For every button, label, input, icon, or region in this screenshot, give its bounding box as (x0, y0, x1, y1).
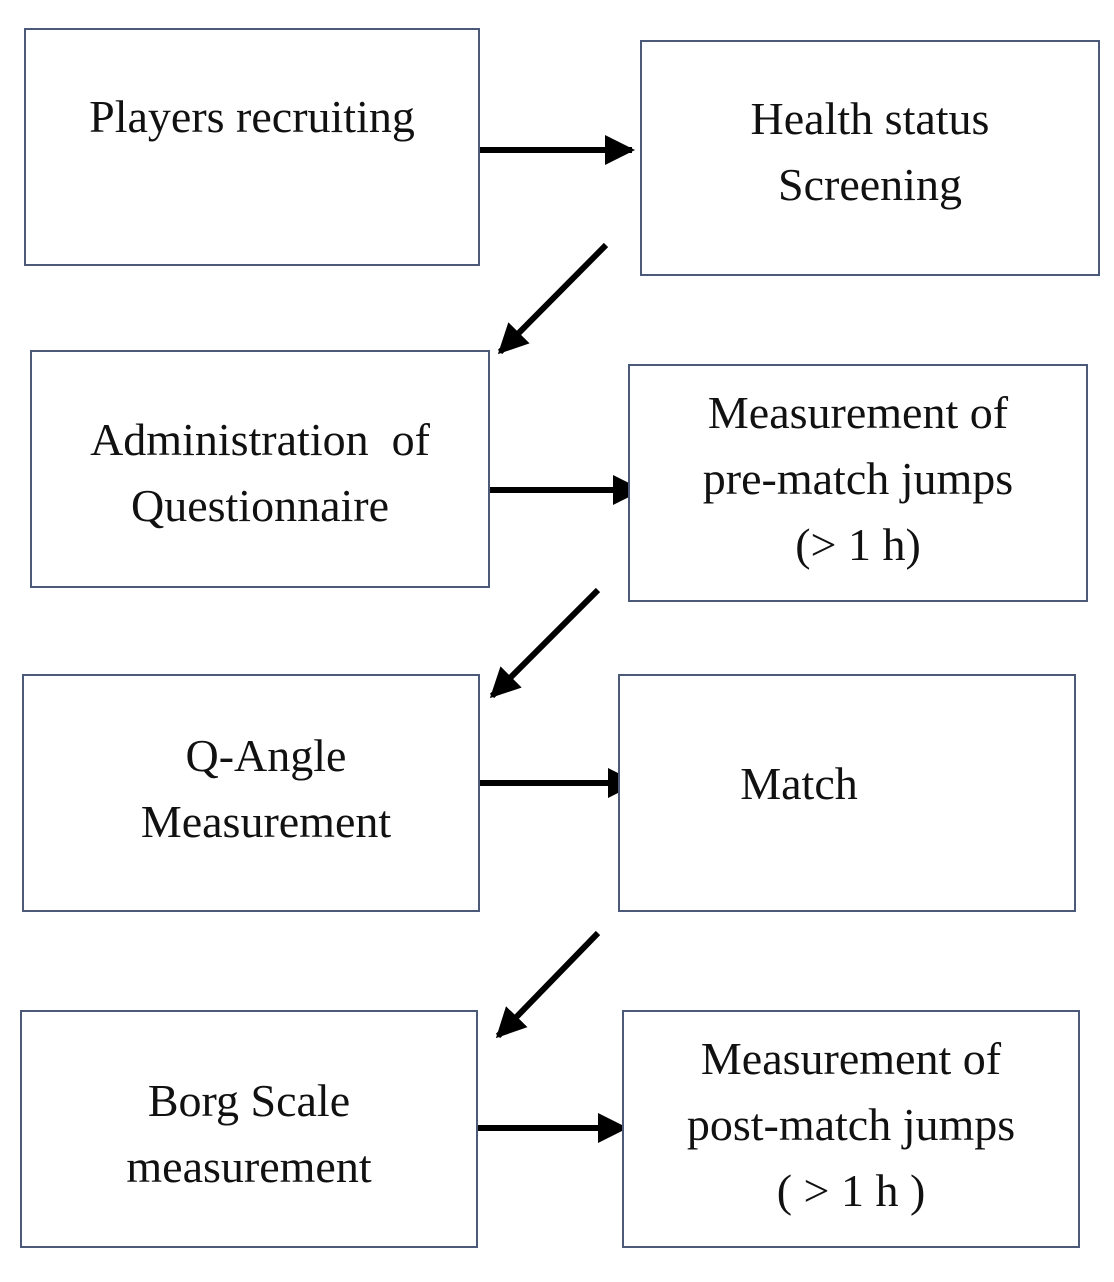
arrow-prematch-to-qangle (489, 587, 601, 699)
box-text: (> 1 h) (795, 519, 921, 570)
box-text: Administration of (90, 414, 430, 465)
box-players-recruiting: Players recruiting (24, 28, 480, 266)
box-health-status-screening: Health status Screening (640, 40, 1100, 276)
box-administration-of-questionnaire: Administration of Questionnaire (30, 350, 490, 588)
box-text: Questionnaire (130, 480, 390, 531)
box-text: Match (740, 758, 858, 809)
box-text: ( > 1 h ) (776, 1165, 926, 1216)
box-text: Health status (750, 93, 990, 144)
box-measurement-pre-match-jumps: Measurement of pre-match jumps (> 1 h) (628, 364, 1088, 602)
box-text: post-match jumps (686, 1099, 1016, 1150)
box-text: Q-Angle (185, 730, 347, 781)
arrow-health-to-questionnaire (497, 242, 609, 355)
box-text: measurement (126, 1141, 372, 1192)
box-match: Match (618, 674, 1076, 912)
box-text: Borg Scale (147, 1075, 351, 1126)
box-measurement-post-match-jumps: Measurement of post-match jumps ( > 1 h … (622, 1010, 1080, 1248)
box-borg-scale-measurement: Borg Scale measurement (20, 1010, 478, 1248)
box-text: Measurement of (700, 1033, 1002, 1084)
box-q-angle-measurement: Q-Angle Measurement (22, 674, 480, 912)
box-text: pre-match jumps (702, 453, 1014, 504)
box-text: Players recruiting (89, 91, 415, 142)
arrow-match-to-borg (495, 930, 601, 1039)
box-text: Measurement (140, 796, 392, 847)
box-text: Measurement of (707, 387, 1009, 438)
box-text: Screening (778, 159, 962, 210)
